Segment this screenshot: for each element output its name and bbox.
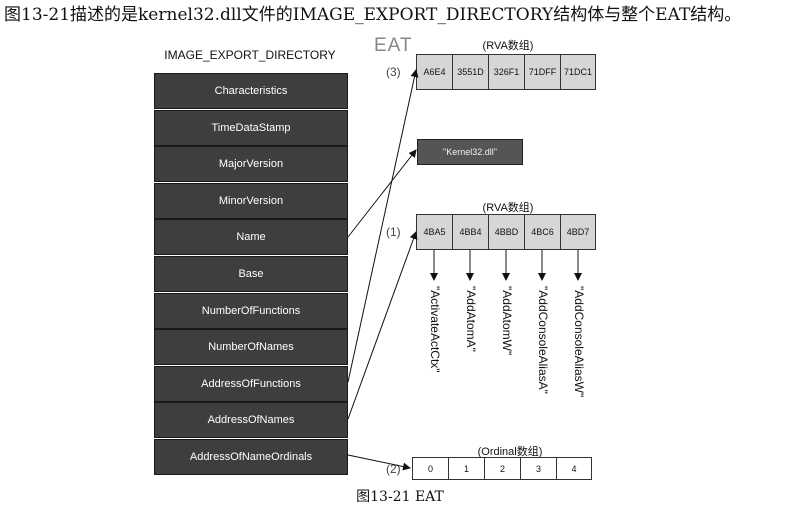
eat-label: EAT xyxy=(374,35,413,56)
func-array-cell: 326F1 xyxy=(488,54,525,90)
func-array-index: (3) xyxy=(386,65,401,79)
intro-caption: 图13-21描述的是kernel32.dll文件的IMAGE_EXPORT_DI… xyxy=(4,5,742,25)
name-array-cell: 4BB4 xyxy=(452,214,489,250)
arrow-ordinals xyxy=(347,454,411,471)
field-8: AddressOfFunctions xyxy=(154,365,348,402)
field-2: MajorVersion xyxy=(154,146,348,183)
name-array-cell: 4BA5 xyxy=(416,214,453,250)
exported-name: "AddConsoleAliasA" xyxy=(536,286,550,394)
func-array-cell: 71DC1 xyxy=(560,54,596,90)
arrow-functions xyxy=(347,69,419,383)
ordinal-array-title: (Ordinal数组) xyxy=(477,446,543,458)
dll-name-string: "Kernel32.dll" xyxy=(417,139,523,165)
name-array-cell: 4BD7 xyxy=(560,214,596,250)
figure-caption: 图13-21 EAT xyxy=(356,489,444,505)
exported-name: "AddConsoleAliasW" xyxy=(572,286,586,398)
field-9: AddressOfNames xyxy=(154,402,348,439)
field-4: Name xyxy=(154,219,348,256)
field-3: MinorVersion xyxy=(154,182,348,219)
ordinal-array-cell: 0 xyxy=(412,457,449,480)
name-array-title: (RVA数组) xyxy=(482,202,534,214)
name-array-index: (1) xyxy=(386,225,401,239)
ordinal-array-cell: 4 xyxy=(556,457,592,480)
field-0: Characteristics xyxy=(154,73,348,109)
field-5: Base xyxy=(154,256,348,292)
exported-name: "ActivateActCtx" xyxy=(428,286,442,373)
exported-name: "AddAtomW" xyxy=(500,286,514,356)
field-10: AddressOfNameOrdinals xyxy=(154,439,348,475)
arrow-name xyxy=(347,149,417,238)
field-7: NumberOfNames xyxy=(154,329,348,366)
field-6: NumberOfFunctions xyxy=(154,292,348,329)
func-array-title: (RVA数组) xyxy=(482,40,534,52)
struct-title: IMAGE_EXPORT_DIRECTORY xyxy=(164,48,336,62)
field-1: TimeDataStamp xyxy=(154,109,348,146)
exported-name: "AddAtomA" xyxy=(464,286,478,352)
arrow-names xyxy=(347,231,418,420)
func-array-cell: 3551D xyxy=(452,54,489,90)
